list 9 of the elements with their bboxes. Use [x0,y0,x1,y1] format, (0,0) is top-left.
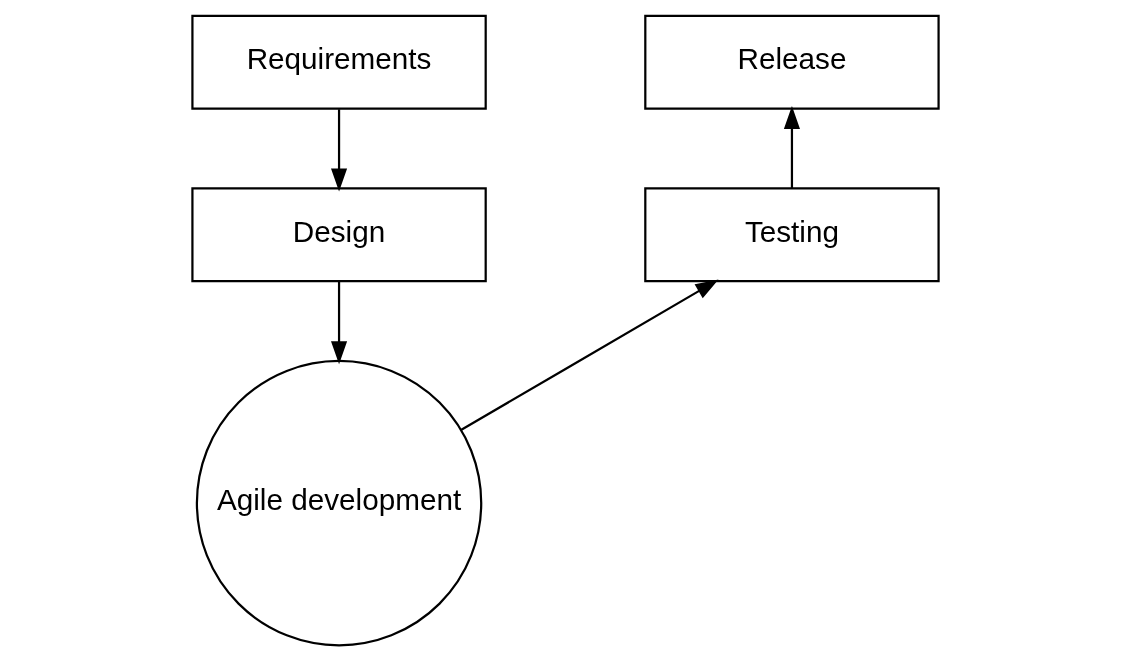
node-box: Requirements [191,14,487,110]
arrow [331,109,348,192]
node-circle: Agile development [195,359,483,647]
arrow [460,279,719,431]
arrow [783,105,800,189]
node-box: Design [191,187,487,283]
arrow [331,281,348,365]
node-box: Testing [644,187,940,283]
node-box: Release [644,14,940,110]
